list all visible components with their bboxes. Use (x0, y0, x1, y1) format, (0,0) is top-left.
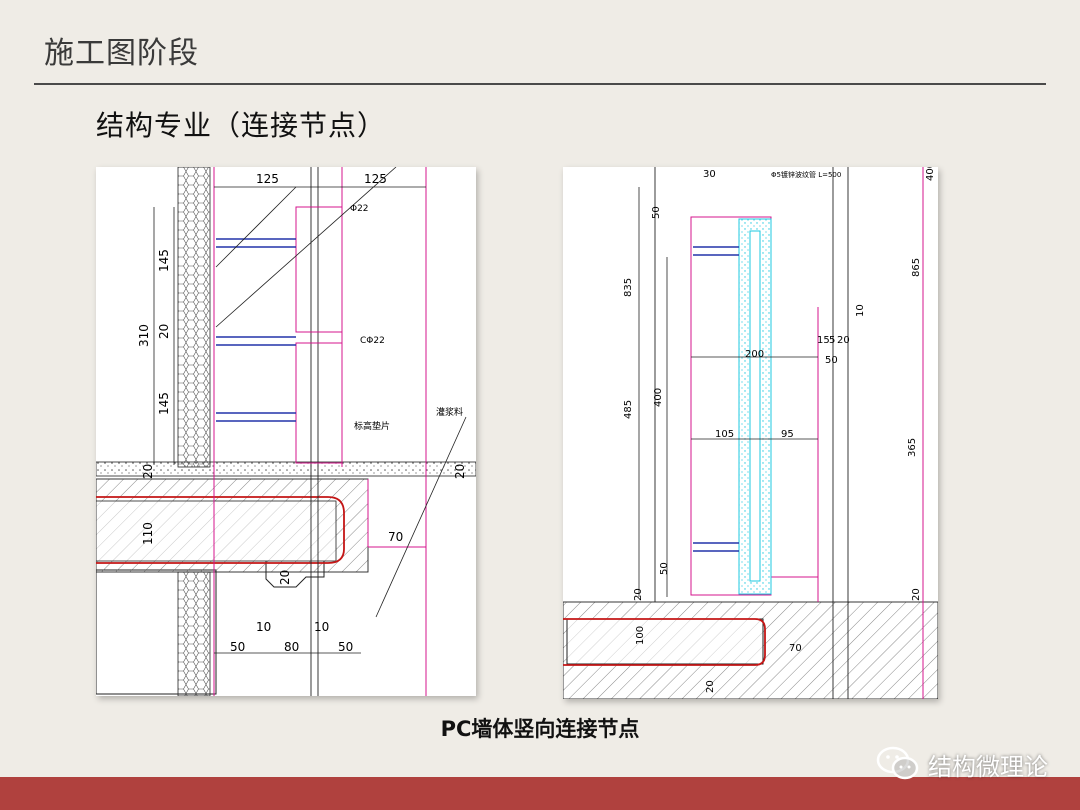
slide-title: 施工图阶段 (44, 36, 199, 71)
dim-20-small: 20 (837, 335, 850, 346)
footer-bar (0, 777, 1080, 810)
dim-310: 310 (137, 324, 151, 347)
label-grout: 灌浆料 (436, 406, 463, 418)
dim-200: 200 (745, 349, 764, 360)
left-drawing-svg: 125 125 310 145 20 145 20 20 110 20 70 5… (96, 167, 476, 696)
dim-20-right: 20 (911, 588, 922, 601)
dim-105: 105 (715, 429, 734, 440)
dim-20-mid: 20 (157, 324, 171, 339)
dim-50-left: 50 (230, 640, 245, 654)
dim-50-upper: 50 (651, 206, 662, 219)
dim-70-right: 70 (789, 643, 802, 654)
dim-15: 15 (817, 335, 830, 346)
dim-865: 865 (911, 258, 922, 277)
left-cad-drawing: 125 125 310 145 20 145 20 20 110 20 70 5… (96, 167, 476, 696)
title-divider (34, 83, 1046, 85)
dim-400-top: 400 (925, 167, 936, 181)
dim-20-right: 20 (453, 464, 467, 479)
dim-125-left: 125 (256, 172, 279, 186)
dim-20-bottom: 20 (705, 680, 716, 693)
dim-110: 110 (141, 522, 155, 545)
dim-20-left: 20 (633, 588, 644, 601)
dim-20-notch: 20 (278, 570, 292, 585)
dim-80: 80 (284, 640, 299, 654)
label-grout-pipe: Φ5镀锌波纹管 L=500 (771, 170, 841, 179)
dim-30-top: 30 (703, 169, 716, 180)
section-subtitle: 结构专业（连接节点） (96, 109, 387, 142)
dim-145-top: 145 (157, 249, 171, 272)
dim-70: 70 (388, 530, 403, 544)
dim-50-right: 50 (338, 640, 353, 654)
dim-125-right: 125 (364, 172, 387, 186)
right-drawing-svg: 30 Φ5镀锌波纹管 L=500 400 50 835 865 10 15 5 … (563, 167, 938, 699)
dim-365: 365 (907, 438, 918, 457)
dim-10-right: 10 (314, 620, 329, 634)
label-shim: 标高垫片 (354, 420, 390, 432)
dim-835: 835 (623, 278, 634, 297)
label-bar-phi22: Φ22 (350, 204, 369, 214)
dim-50-right: 50 (825, 355, 838, 366)
dim-10-left: 10 (256, 620, 271, 634)
wechat-icon (876, 746, 919, 780)
watermark: 结构微理论 (876, 744, 1048, 784)
dim-485: 485 (623, 400, 634, 419)
dim-20-slab: 20 (141, 464, 155, 479)
figure-caption: PC墙体竖向连接节点 (440, 717, 640, 741)
dim-10: 10 (855, 304, 866, 317)
watermark-text: 结构微理论 (928, 752, 1048, 781)
label-bar-cphi22: CΦ22 (360, 336, 385, 346)
dim-5: 5 (829, 335, 835, 346)
dim-400-mid: 400 (653, 388, 664, 407)
dim-50-lower: 50 (659, 562, 670, 575)
dim-95: 95 (781, 429, 794, 440)
right-cad-drawing: 30 Φ5镀锌波纹管 L=500 400 50 835 865 10 15 5 … (563, 167, 938, 699)
dim-145-bottom: 145 (157, 392, 171, 415)
dim-100: 100 (635, 626, 646, 645)
